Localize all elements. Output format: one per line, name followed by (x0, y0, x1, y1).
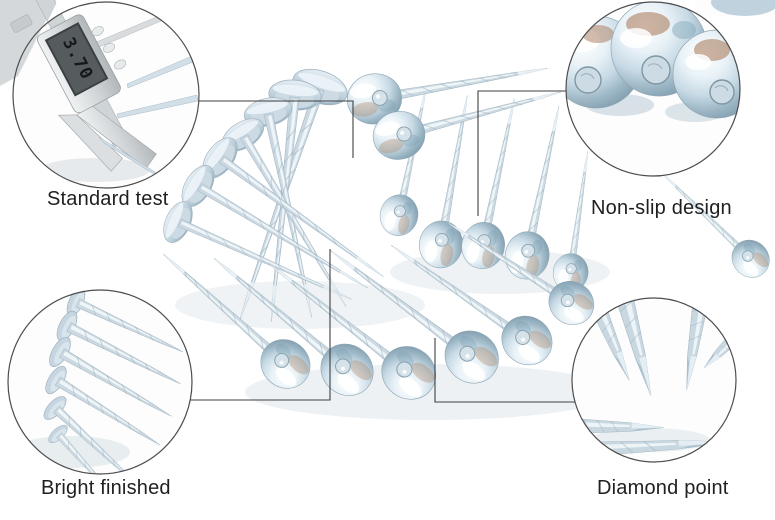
label-non-slip-design: Non-slip design (591, 197, 732, 219)
label-standard-test: Standard test (47, 188, 169, 210)
connector-standard-test (198, 100, 354, 158)
label-bright-finished: Bright finished (41, 477, 171, 499)
callout-diamond-point (571, 297, 737, 463)
callout-connector-lines (190, 90, 575, 403)
callout-circle-diamond-point (571, 297, 737, 463)
callout-circle-standard-test (12, 1, 200, 189)
caliper-jaw (57, 114, 123, 172)
connector-diamond-point (434, 338, 575, 403)
caliper-jaw (75, 105, 157, 170)
callout-circle-bright-finished (7, 289, 193, 475)
connector-non-slip (477, 90, 566, 216)
label-diamond-point: Diamond point (597, 477, 729, 499)
callout-non-slip (565, 0, 775, 177)
connector-bright-finished (190, 249, 331, 401)
caliper-lcd-display (44, 22, 109, 97)
callout-circle-non-slip (565, 1, 741, 177)
callout-bright-finished (7, 289, 193, 475)
caliper-icon: 3.70 (10, 0, 157, 172)
nail-tip (116, 94, 199, 119)
